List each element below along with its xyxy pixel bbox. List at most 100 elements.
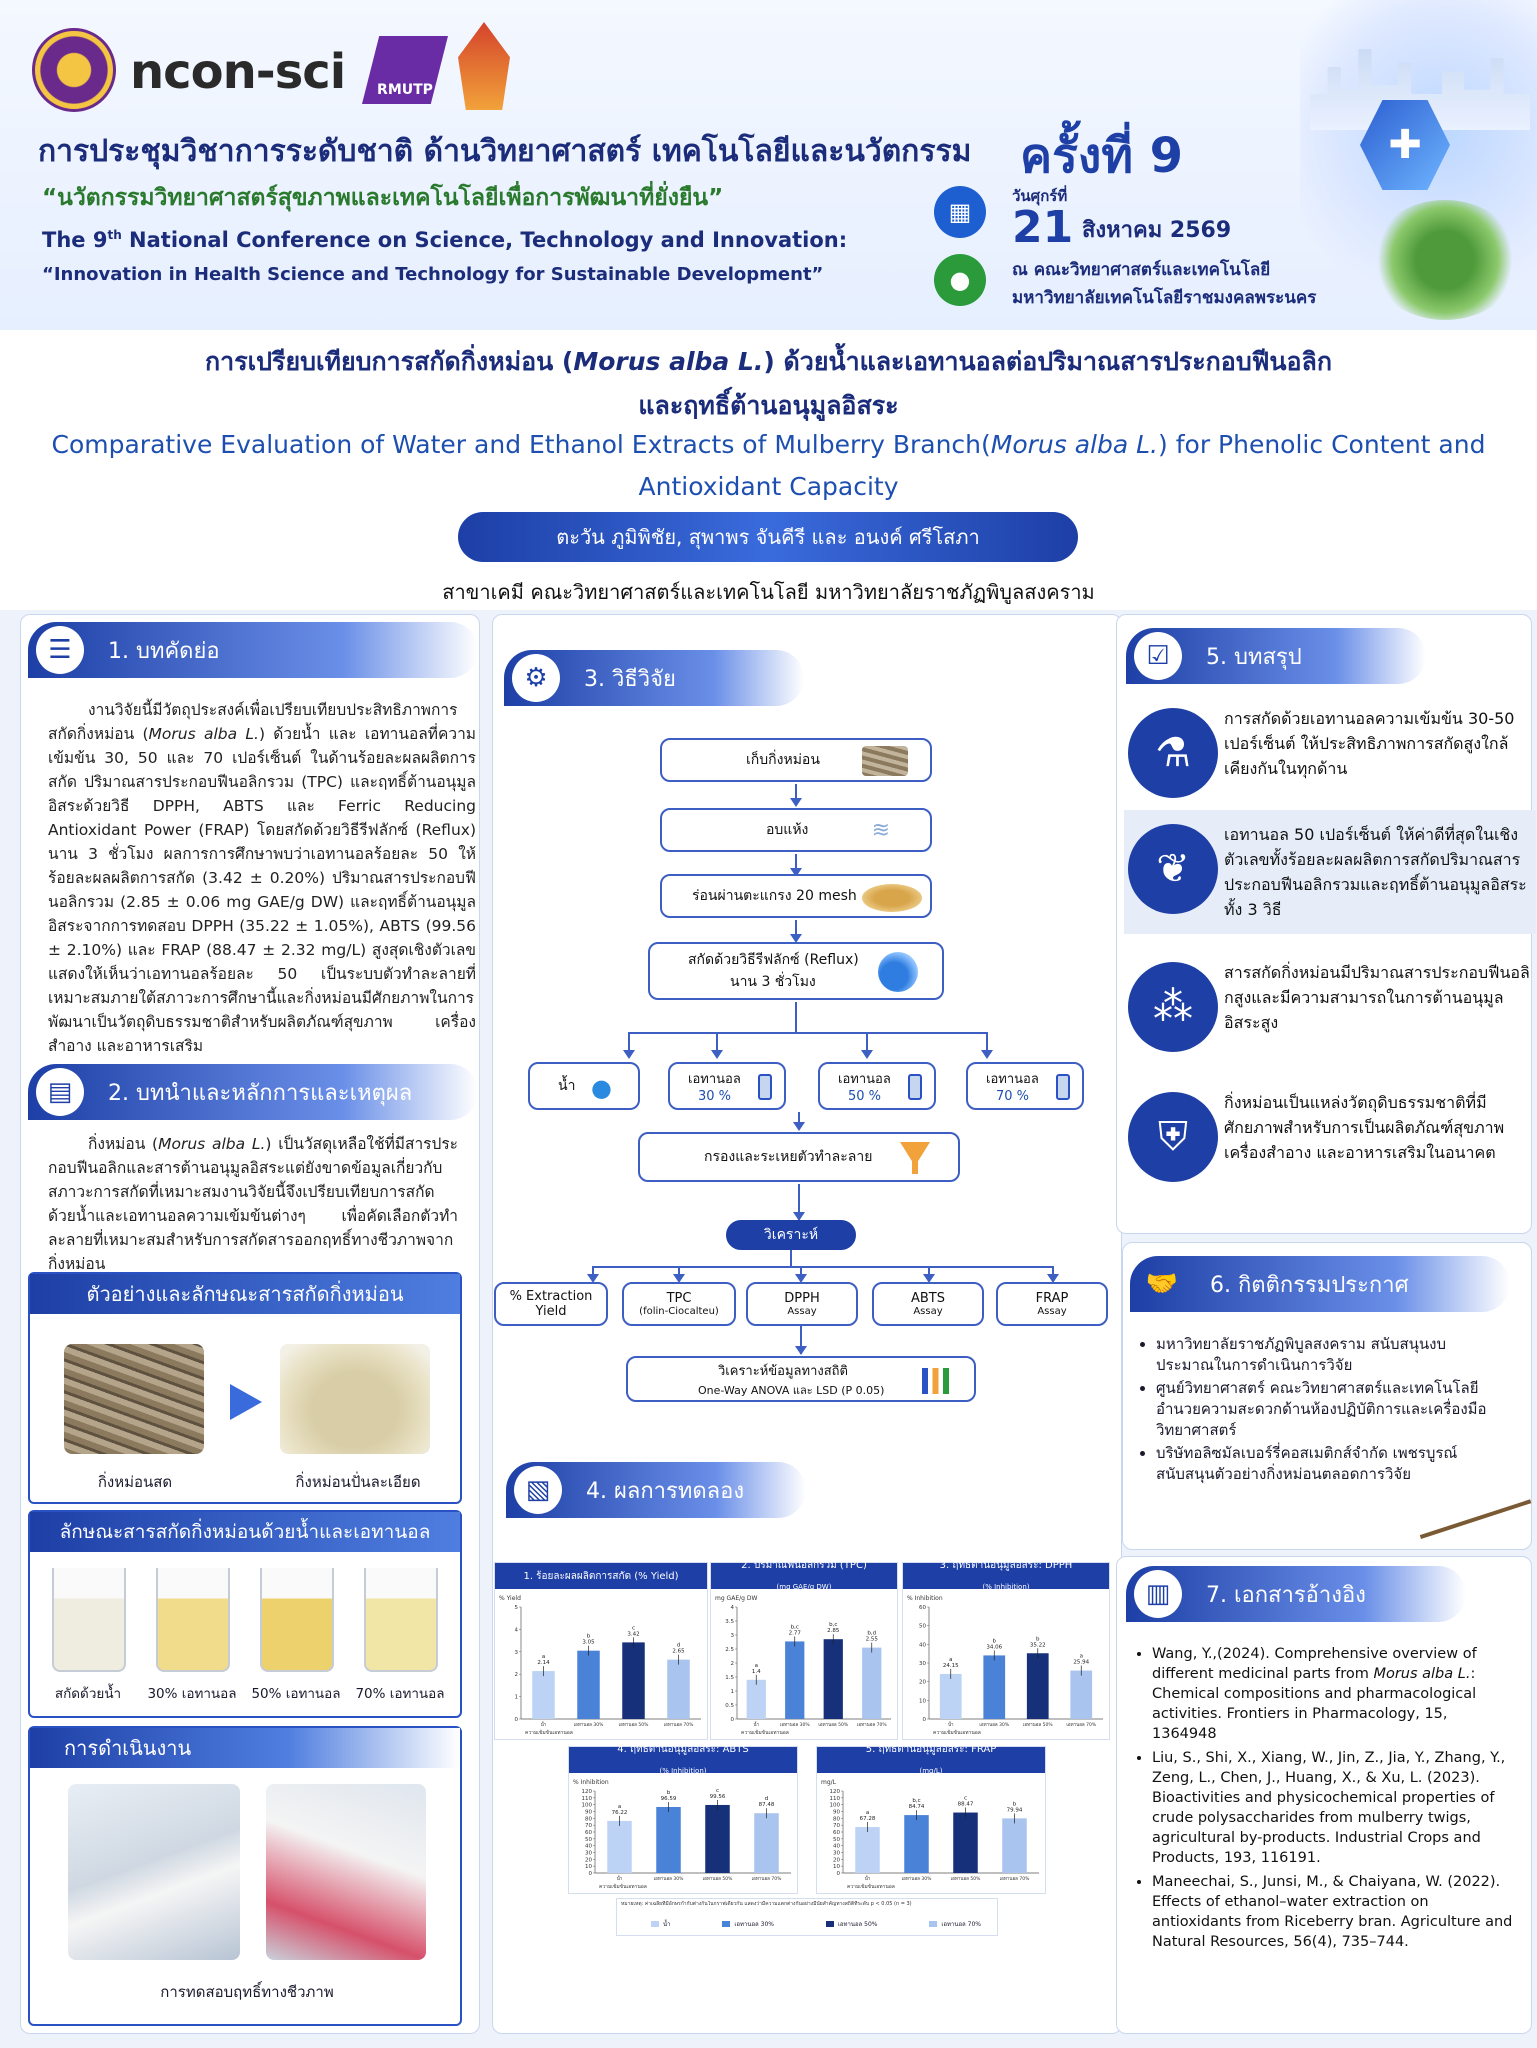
legend-label: น้ำ (663, 1921, 671, 1928)
category-label: เอทานอล 30% (654, 1876, 684, 1882)
shield-icon: ⛨ (1128, 1092, 1218, 1182)
tick-label: 20 (919, 1680, 926, 1686)
bar (667, 1659, 690, 1719)
data-label: 87.48 (759, 1802, 775, 1808)
bar (607, 1820, 632, 1873)
references-card (1116, 1556, 1532, 2034)
legend-item: น้ำ (651, 1917, 670, 1931)
bar (1026, 1653, 1049, 1719)
axis-y-label: % Inhibition (573, 1779, 609, 1786)
beaker-icon (260, 1568, 334, 1672)
title-th-line2: และฤทธิ์ต้านอนุมูลอิสระ (638, 391, 899, 420)
section-2-header: ▤2. บทนำและหลักการและเหตุผล (28, 1064, 478, 1120)
section-7-title: 7. เอกสารอ้างอิง (1206, 1582, 1366, 1608)
section-1-header: ☰1. บทคัดย่อ (28, 622, 478, 678)
data-label: 79.94 (1007, 1807, 1023, 1813)
legend-swatch (825, 1921, 834, 1927)
tick-label: 50 (833, 1837, 840, 1843)
flow-collect-branch: เก็บกิ่งหม่อน (660, 738, 932, 782)
tick-label: 10 (585, 1864, 592, 1870)
tick-label: 80 (585, 1816, 592, 1822)
chart-title: 2. ปริมาณฟีนอลิกรวม (TPC)(mg GAE/g DW) (711, 1560, 897, 1591)
location-pin-icon: ● (934, 254, 986, 306)
beaker-label: 30% เอทานอล (147, 1686, 237, 1702)
significance-letter: b (1036, 1636, 1040, 1642)
document-icon: ▥ (1134, 1570, 1182, 1618)
tick-label: 0 (515, 1717, 519, 1723)
axis-x-label: ความเข้มข้นเอทานอล (847, 1883, 895, 1890)
tick-label: 120 (830, 1789, 841, 1795)
conference-title-th: การประชุมวิชาการระดับชาติ ด้านวิทยาศาสตร… (38, 134, 972, 169)
date-day-label: วันศุกร์ที่ (1012, 187, 1068, 205)
tick-label: 30 (919, 1661, 926, 1667)
tick-label: 60 (833, 1830, 840, 1836)
chart-plot: mg GAE/g DW00.511.522.533.54a1.4น้ำb,c2.… (715, 1595, 891, 1736)
category-label: เอทานอล 70% (1000, 1876, 1030, 1882)
section-7-header: ▥ 7. เอกสารอ้างอิง (1126, 1566, 1466, 1622)
bar (855, 1827, 880, 1873)
conclusion-item-3: ⁂สารสกัดกิ่งหม่อนมีปริมาณสารประกอบฟีนอลิ… (1124, 948, 1536, 1066)
extract-panel-title: ลักษณะสารสกัดกิ่งหม่อนด้วยน้ำและเอทานอล (30, 1512, 460, 1552)
conclusion-item-1: ⚗การสกัดด้วยเอทานอลความเข้มข้น 30-50 เปอ… (1124, 694, 1536, 812)
ack-item: ศูนย์วิทยาศาสตร์ คณะวิทยาศาสตร์และเทคโนโ… (1156, 1378, 1492, 1441)
category-label: เอทานอล 70% (1066, 1722, 1096, 1728)
category-label: เอทานอล 50% (951, 1876, 981, 1882)
tick-label: 2 (731, 1661, 735, 1667)
significance-letter: b (993, 1638, 997, 1644)
significance-letter: a (755, 1663, 758, 1669)
tick-label: 70 (833, 1823, 840, 1829)
vial-icon (908, 1074, 922, 1100)
category-label: เอทานอล 50% (818, 1722, 848, 1728)
data-label: 2.65 (672, 1649, 685, 1655)
result-chart: 3. ฤทธิ์ต้านอนุมูลอิสระ: DPPH(% Inhibiti… (902, 1560, 1110, 1740)
vial-icon (1056, 1074, 1070, 1100)
result-chart: 2. ปริมาณฟีนอลิกรวม (TPC)(mg GAE/g DW)mg… (710, 1560, 898, 1740)
bar (953, 1812, 978, 1873)
legend-swatch (651, 1921, 659, 1927)
category-label: น้ำ (753, 1721, 759, 1728)
filter-funnel-icon (900, 1142, 930, 1174)
section-6-title: 6. กิตติกรรมประกาศ (1210, 1272, 1409, 1298)
title-th-line1: การเปรียบเทียบการสกัดกิ่งหม่อน (Morus al… (205, 347, 1332, 376)
bar (754, 1813, 779, 1873)
solvent-water: น้ำ● (528, 1062, 640, 1110)
bar (656, 1806, 681, 1873)
rmutp-logo: RMUTP (362, 36, 448, 104)
title-en-line2: Antioxidant Capacity (638, 472, 899, 501)
category-label: เอทานอล 70% (664, 1722, 694, 1728)
data-label: 35.22 (1030, 1642, 1046, 1648)
significance-letter: d (677, 1643, 681, 1649)
category-label: เอทานอล 30% (902, 1876, 932, 1882)
arrow-right-icon (230, 1384, 262, 1420)
tick-label: 0 (589, 1871, 593, 1877)
sample-panel-title: ตัวอย่างและลักษณะสารสกัดกิ่งหม่อน (30, 1274, 460, 1314)
significance-letter: a (866, 1810, 869, 1816)
chart-plot: % Inhibition0102030405060a24.15น้ำb34.06… (907, 1595, 1103, 1736)
legend-label: เอทานอล 70% (941, 1921, 981, 1928)
conclusion-item-2: ❦เอทานอล 50 เปอร์เซ็นต์ ให้ค่าดีที่สุดใน… (1124, 810, 1536, 934)
legend-item: เอทานอล 70% (929, 1917, 981, 1931)
legend-label: เอทานอล 50% (837, 1921, 878, 1928)
conference-title-en: The 9th National Conference on Science, … (42, 228, 848, 252)
category-label: เอทานอล 70% (752, 1876, 782, 1882)
section-2-title: 2. บทนำและหลักการและเหตุผล (108, 1080, 413, 1106)
category-label: น้ำ (617, 1875, 623, 1882)
significance-letter: a (618, 1804, 621, 1810)
conference-header: ncon-sci RMUTP ✚ การประชุมวิชาการระดับชา… (0, 0, 1537, 330)
water-drop-icon: ● (591, 1074, 612, 1102)
references-list: Wang, Y.,(2024). Comprehensive overview … (1136, 1644, 1514, 1956)
edition-label: ครั้งที่ 9 (1020, 128, 1184, 184)
tick-label: 2.5 (725, 1647, 734, 1653)
powder-icon (862, 884, 922, 912)
bar-chart-icon (922, 1368, 952, 1394)
significance-letter: d (765, 1796, 769, 1802)
beaker-icon (52, 1568, 126, 1672)
beaker-icon (364, 1568, 438, 1672)
axis-y-label: % Inhibition (907, 1595, 943, 1602)
molecule-icon: ⁂ (1128, 962, 1218, 1052)
category-label: เอทานอล 50% (703, 1876, 733, 1882)
affiliation: สาขาเคมี คณะวิทยาศาสตร์และเทคโนโลยี มหาว… (442, 580, 1095, 604)
checklist-icon: ☑ (1134, 632, 1182, 680)
